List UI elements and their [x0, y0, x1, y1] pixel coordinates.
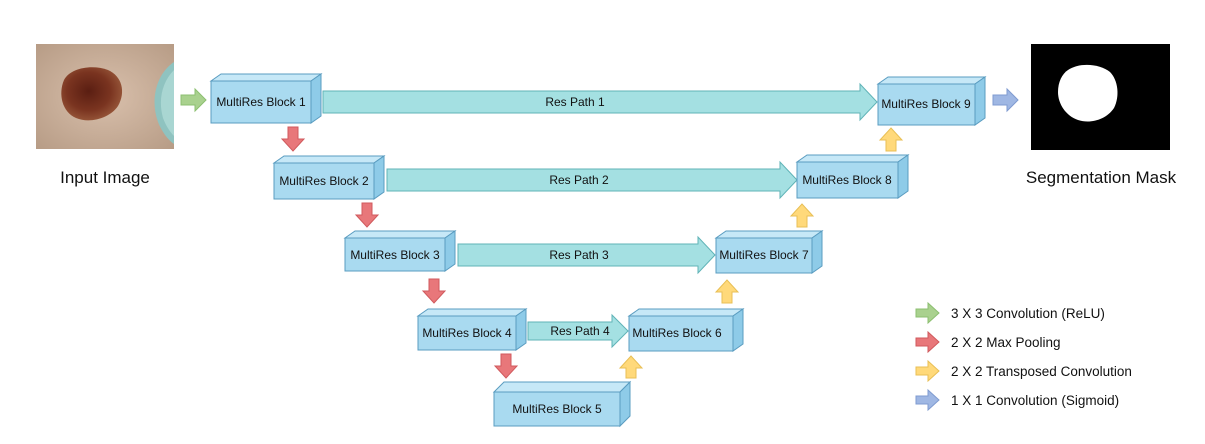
- max-pool-arrow-4: [493, 353, 519, 379]
- legend-conv-relu-label: 3 X 3 Convolution (ReLU): [951, 306, 1105, 321]
- input-image: [36, 44, 174, 149]
- max-pool-arrow-2: [354, 202, 380, 228]
- conv-relu-arrow-input: [180, 87, 207, 113]
- transposed-conv-arrow-1: [618, 355, 644, 379]
- transposed-conv-arrow-2: [714, 279, 740, 304]
- multires-block-9: [876, 76, 987, 126]
- res-path-3-label: Res Path 3: [549, 248, 609, 262]
- multires-block-5: [492, 380, 632, 428]
- multires-block-2: [272, 155, 386, 200]
- legend-transposed-conv-arrow-icon: [915, 359, 940, 383]
- segmentation-mask-image: [1031, 44, 1170, 150]
- max-pool-arrow-3: [421, 278, 447, 304]
- multires-block-4-label: MultiRes Block 4: [422, 326, 512, 340]
- multires-block-3: [343, 230, 457, 272]
- multires-block-3-label: MultiRes Block 3: [350, 248, 440, 262]
- multires-block-1: [209, 73, 323, 124]
- res-path-4: [527, 313, 629, 349]
- legend-max-pool-arrow-icon: [915, 330, 940, 354]
- multires-block-7: [714, 230, 824, 274]
- res-path-1-label: Res Path 1: [545, 95, 605, 109]
- multires-block-6-label: MultiRes Block 6: [632, 326, 722, 340]
- max-pool-arrow-1: [280, 126, 306, 152]
- transposed-conv-arrow-4: [878, 127, 904, 152]
- multires-block-8: [795, 154, 910, 199]
- legend: 3 X 3 Convolution (ReLU) 2 X 2 Max Pooli…: [915, 301, 1132, 412]
- legend-sigmoid-conv-arrow-icon: [915, 388, 940, 412]
- multires-block-4: [416, 308, 528, 351]
- res-path-1: [322, 82, 878, 122]
- legend-item-conv-relu: 3 X 3 Convolution (ReLU): [915, 301, 1105, 325]
- multires-block-7-label: MultiRes Block 7: [719, 248, 809, 262]
- legend-item-sigmoid-conv: 1 X 1 Convolution (Sigmoid): [915, 388, 1119, 412]
- multires-block-9-label: MultiRes Block 9: [881, 97, 971, 111]
- legend-transposed-conv-label: 2 X 2 Transposed Convolution: [951, 364, 1132, 379]
- multires-block-8-label: MultiRes Block 8: [802, 173, 892, 187]
- multires-block-5-label: MultiRes Block 5: [512, 402, 602, 416]
- legend-item-max-pool: 2 X 2 Max Pooling: [915, 330, 1061, 354]
- legend-max-pool-label: 2 X 2 Max Pooling: [951, 335, 1061, 350]
- sigmoid-conv-arrow-output: [992, 87, 1019, 113]
- res-path-2-label: Res Path 2: [549, 173, 609, 187]
- segmentation-mask-caption: Segmentation Mask: [1026, 168, 1177, 187]
- multires-block-1-label: MultiRes Block 1: [216, 95, 306, 109]
- legend-sigmoid-conv-label: 1 X 1 Convolution (Sigmoid): [951, 393, 1119, 408]
- input-image-caption: Input Image: [60, 168, 150, 187]
- multires-block-2-label: MultiRes Block 2: [279, 174, 369, 188]
- transposed-conv-arrow-3: [789, 203, 815, 228]
- res-path-2: [386, 160, 798, 200]
- res-path-4-label: Res Path 4: [550, 324, 610, 338]
- legend-item-transposed-conv: 2 X 2 Transposed Convolution: [915, 359, 1132, 383]
- multires-block-6: [627, 308, 745, 352]
- res-path-3: [457, 235, 716, 275]
- legend-conv-relu-arrow-icon: [915, 301, 940, 325]
